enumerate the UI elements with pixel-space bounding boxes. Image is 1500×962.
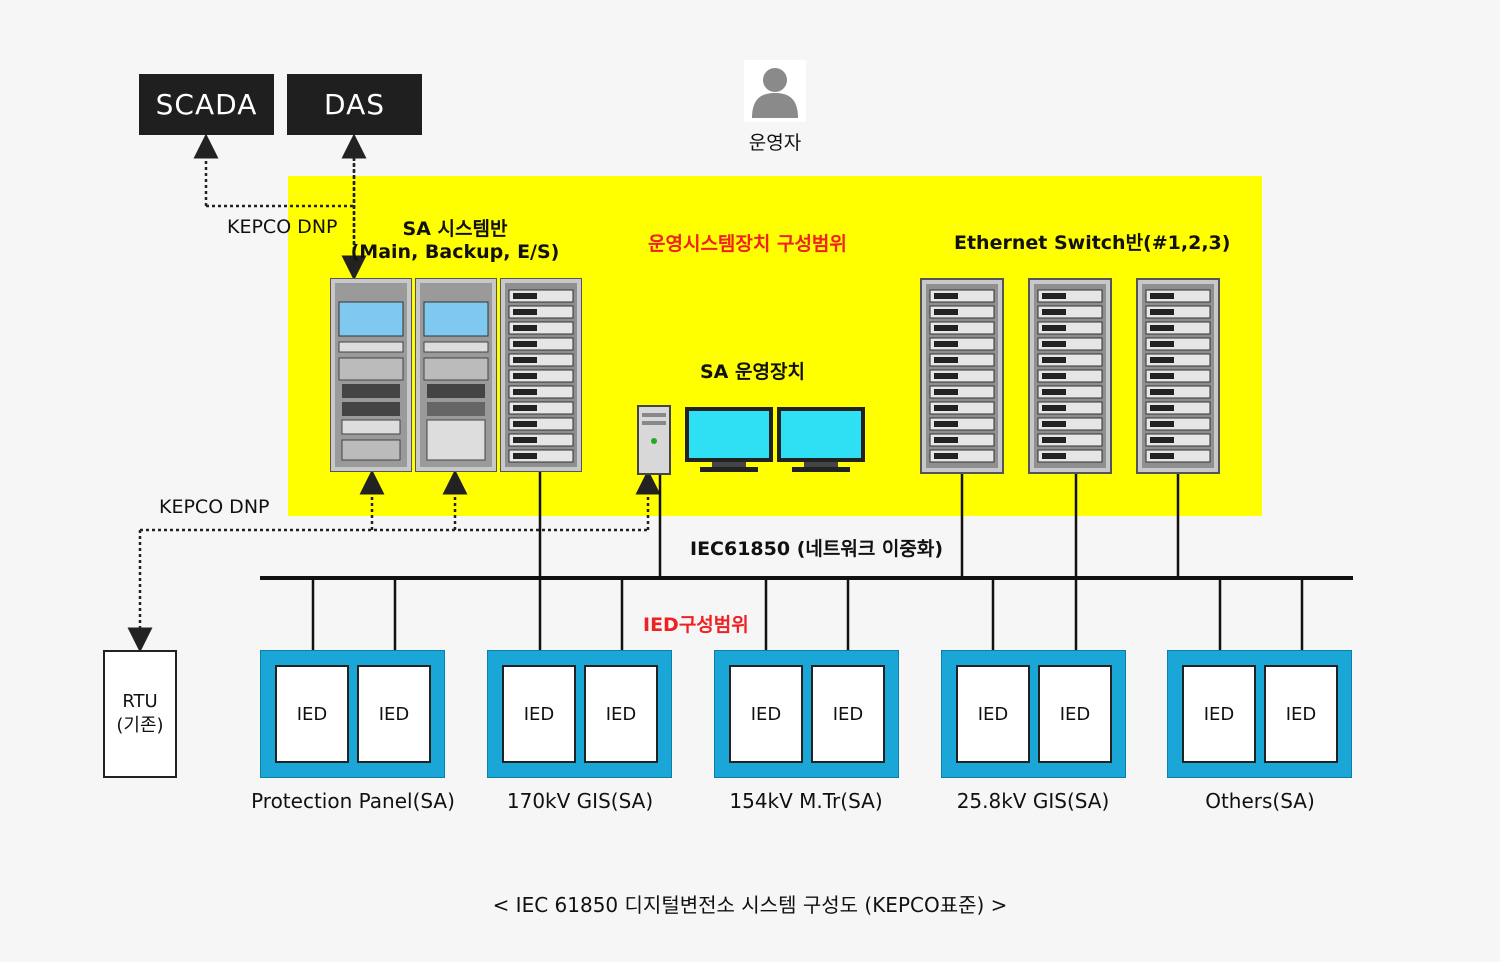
- ied-group-others: IED IED: [1167, 650, 1352, 778]
- ied-box: IED: [729, 665, 803, 763]
- dnp-top-label: KEPCO DNP: [227, 216, 338, 238]
- server-rack-icon: [329, 277, 413, 473]
- ied-box: IED: [811, 665, 885, 763]
- monitor-icon: [685, 407, 773, 472]
- computer-tower-icon: [637, 405, 671, 475]
- ied-area-label: IED구성범위: [643, 614, 749, 636]
- sa-system-cabinet-main: [329, 277, 413, 476]
- switch-rack-icon: [1136, 278, 1220, 474]
- dnp-bottom-label: KEPCO DNP: [159, 496, 270, 518]
- monitor-icon: [777, 407, 865, 472]
- network-label: IEC61850 (네트워크 이중화): [690, 538, 944, 560]
- ied-box: IED: [275, 665, 349, 763]
- sa-operation-monitor-1: [684, 406, 774, 478]
- ied-box: IED: [1038, 665, 1112, 763]
- ied-group-label: 154kV M.Tr(SA): [729, 789, 883, 813]
- ied-group-154kv-mtr: IED IED: [714, 650, 899, 778]
- ethernet-switch-cabinet-1: [920, 278, 1004, 478]
- ied-group-25kv-gis: IED IED: [941, 650, 1126, 778]
- ied-box: IED: [357, 665, 431, 763]
- ied-group-170kv-gis: IED IED: [487, 650, 672, 778]
- sa-system-cabinet-backup: [414, 277, 498, 476]
- ied-box: IED: [1264, 665, 1338, 763]
- switch-panel-title: Ethernet Switch반(#1,2,3): [954, 232, 1231, 254]
- operator-icon-frame: [744, 60, 806, 122]
- ied-box: IED: [584, 665, 658, 763]
- server-rack-icon: [414, 277, 498, 473]
- sa-panel-title: SA 시스템반: [402, 218, 508, 240]
- scada-label: SCADA: [155, 88, 258, 121]
- ied-box: IED: [956, 665, 1030, 763]
- sa-system-cabinet-es: [499, 277, 583, 476]
- diagram-caption: < IEC 61850 디지털변전소 시스템 구성도 (KEPCO표준) >: [492, 893, 1008, 917]
- ied-box: IED: [502, 665, 576, 763]
- ied-group-label: 170kV GIS(SA): [506, 789, 654, 813]
- switch-rack-icon: [920, 278, 1004, 474]
- sa-device-title: SA 운영장치: [700, 361, 805, 383]
- switch-rack-icon: [1028, 278, 1112, 474]
- das-label: DAS: [324, 88, 385, 121]
- sa-panel-subtitle: (Main, Backup, E/S): [350, 241, 560, 263]
- ethernet-switch-cabinet-3: [1136, 278, 1220, 478]
- operator-label: 운영자: [748, 132, 802, 154]
- rtu-box: RTU (기존): [103, 650, 177, 778]
- ied-box: IED: [1182, 665, 1256, 763]
- ied-group-protection-panel: IED IED: [260, 650, 445, 778]
- ethernet-switch-cabinet-2: [1028, 278, 1112, 478]
- rtu-label: RTU: [122, 691, 158, 712]
- switch-rack-icon: [499, 277, 583, 473]
- scada-box: SCADA: [139, 74, 274, 135]
- ied-group-label: Others(SA): [1205, 789, 1315, 813]
- sa-operation-pc: [637, 405, 671, 479]
- ied-group-label: 25.8kV GIS(SA): [956, 789, 1110, 813]
- operation-area-title: 운영시스템장치 구성범위: [648, 233, 847, 255]
- ied-group-label: Protection Panel(SA): [251, 789, 455, 813]
- das-box: DAS: [287, 74, 422, 135]
- person-icon: [752, 68, 798, 118]
- sa-operation-monitor-2: [776, 406, 866, 478]
- rtu-sublabel: (기존): [116, 715, 164, 736]
